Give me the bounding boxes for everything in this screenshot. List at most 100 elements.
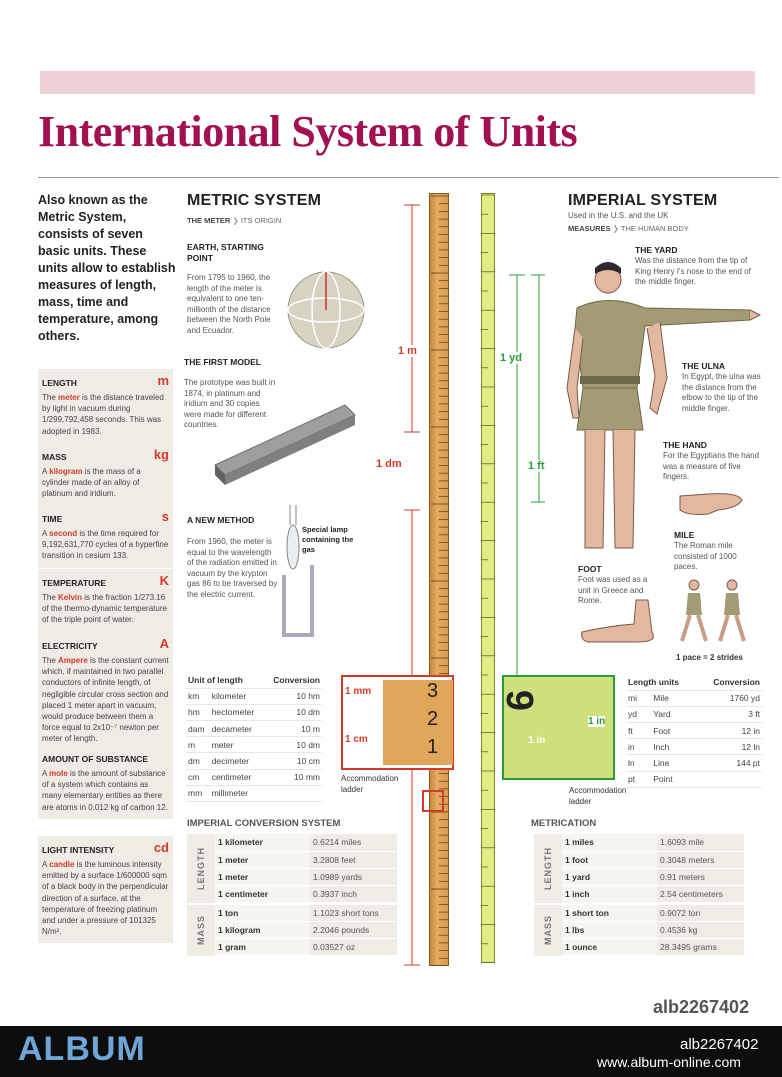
- ulna-text: In Egypt, the ulna was the distance from…: [682, 372, 761, 413]
- meter-ruler-ticks: [431, 195, 449, 966]
- foot-label: FOOT: [578, 564, 602, 574]
- table-cell: 10 m: [263, 720, 322, 738]
- table-cell: kilometer: [209, 688, 264, 705]
- model-label: THE FIRST MODEL: [184, 357, 261, 367]
- metric-header: METRIC SYSTEM THE METER ❯ ITS ORIGIN: [187, 192, 347, 225]
- imperial-tape: [481, 193, 495, 963]
- footer-url[interactable]: www.album-online.com: [597, 1054, 741, 1070]
- unit-symbol: m: [157, 373, 169, 388]
- conversion-from: 1 foot: [562, 851, 657, 869]
- foot-text: Foot was used as a unit in Greece and Ro…: [578, 575, 648, 605]
- unit-definition: A second is the time required for 9,192,…: [42, 529, 169, 561]
- table-cell: 10 dm: [263, 704, 322, 722]
- table-cell: decameter: [209, 720, 264, 738]
- conversion-to: 1.1023 short tons: [310, 904, 397, 922]
- table-cell: Point: [651, 771, 697, 788]
- footer-bar: [0, 1026, 782, 1077]
- label-1ft: 1 ft: [528, 460, 545, 472]
- table-cell: 10 cm: [263, 752, 322, 770]
- unit-name: LENGTH: [42, 378, 77, 388]
- unit-name: AMOUNT OF SUBSTANCE: [42, 754, 149, 764]
- imperial-header: IMPERIAL SYSTEM Used in the U.S. and the…: [568, 192, 768, 233]
- table-cell: 10 hm: [263, 688, 322, 705]
- conversion-to: 1.6093 mile: [657, 834, 744, 852]
- metric-heading: METRIC SYSTEM: [187, 192, 322, 209]
- table-cell: dam: [186, 720, 210, 738]
- conversion-to: 0.9072 ton: [657, 904, 744, 922]
- table-cell: m: [186, 736, 210, 754]
- unit-definition: A mole is the amount of substance of a s…: [42, 769, 168, 812]
- metric-table-header-conversion: Conversion: [263, 672, 322, 689]
- unit-definition: The meter is the distance traveled by li…: [42, 393, 164, 436]
- table-cell: Mile: [651, 690, 697, 707]
- conversion-from: 1 miles: [562, 834, 657, 852]
- conversion-from: 1 kilogram: [215, 921, 310, 939]
- metric-subheading: THE METER ❯ ITS ORIGIN: [187, 216, 282, 225]
- zoom-ruler: [383, 680, 453, 765]
- label-1in: 1 in: [588, 716, 606, 727]
- table-cell: Inch: [651, 738, 697, 756]
- pace-label: 1 pace = 2 strides: [676, 653, 743, 662]
- metric-table-header-unit: Unit of length: [186, 672, 264, 689]
- conversion-to: 0.3937 inch: [310, 885, 397, 903]
- mile-text: The Roman mile consisted of 1000 paces.: [674, 541, 737, 571]
- mile-label: MILE: [674, 530, 695, 540]
- table-cell: millimeter: [209, 785, 264, 803]
- album-logo[interactable]: ALBUM: [18, 1030, 146, 1068]
- table-cell: hm: [186, 704, 210, 722]
- unit-name: TEMPERATURE: [42, 578, 107, 588]
- unit-box: AMOUNT OF SUBSTANCE A mole is the amount …: [38, 750, 173, 819]
- imperial-conv-length-label: LENGTH: [196, 846, 206, 890]
- table-cell: meter: [209, 736, 264, 754]
- top-band: [40, 71, 755, 94]
- page-title: International System of Units: [38, 107, 578, 156]
- conversion-to: 0.03527 oz: [310, 938, 397, 956]
- imperial-conversion-title: IMPERIAL CONVERSION SYSTEM: [187, 818, 341, 829]
- conversion-to: 2.2046 pounds: [310, 921, 397, 939]
- imperial-table-header-conversion: Conversion: [696, 674, 762, 691]
- footer-code: alb2267402: [680, 1036, 759, 1053]
- unit-symbol: s: [161, 509, 169, 524]
- meter-ruler: [429, 193, 449, 966]
- unit-symbol: kg: [153, 447, 169, 462]
- metrication-title: METRICATION: [531, 818, 597, 829]
- metric-zoom-marker: [422, 790, 444, 812]
- unit-symbol: cd: [153, 840, 169, 855]
- table-cell: mi: [626, 690, 652, 707]
- table-cell: 10 mm: [263, 769, 322, 786]
- lamp-label: Special lamp containing the gas: [302, 525, 354, 554]
- conversion-from: 1 yard: [562, 868, 657, 886]
- table-cell: centimeter: [209, 769, 264, 786]
- conversion-to: 0.6214 miles: [310, 834, 397, 852]
- label-1yd: 1 yd: [500, 352, 523, 364]
- metrication-length-label: LENGTH: [543, 846, 553, 890]
- table-cell: 3 ft: [696, 706, 762, 724]
- table-cell: decimeter: [209, 752, 264, 770]
- unit-symbol: K: [159, 573, 169, 588]
- intro-text: Also known as the Metric System, consist…: [38, 193, 176, 343]
- conversion-from: 1 ounce: [562, 938, 657, 956]
- hand-text: For the Egyptians the hand was a measure…: [663, 451, 760, 481]
